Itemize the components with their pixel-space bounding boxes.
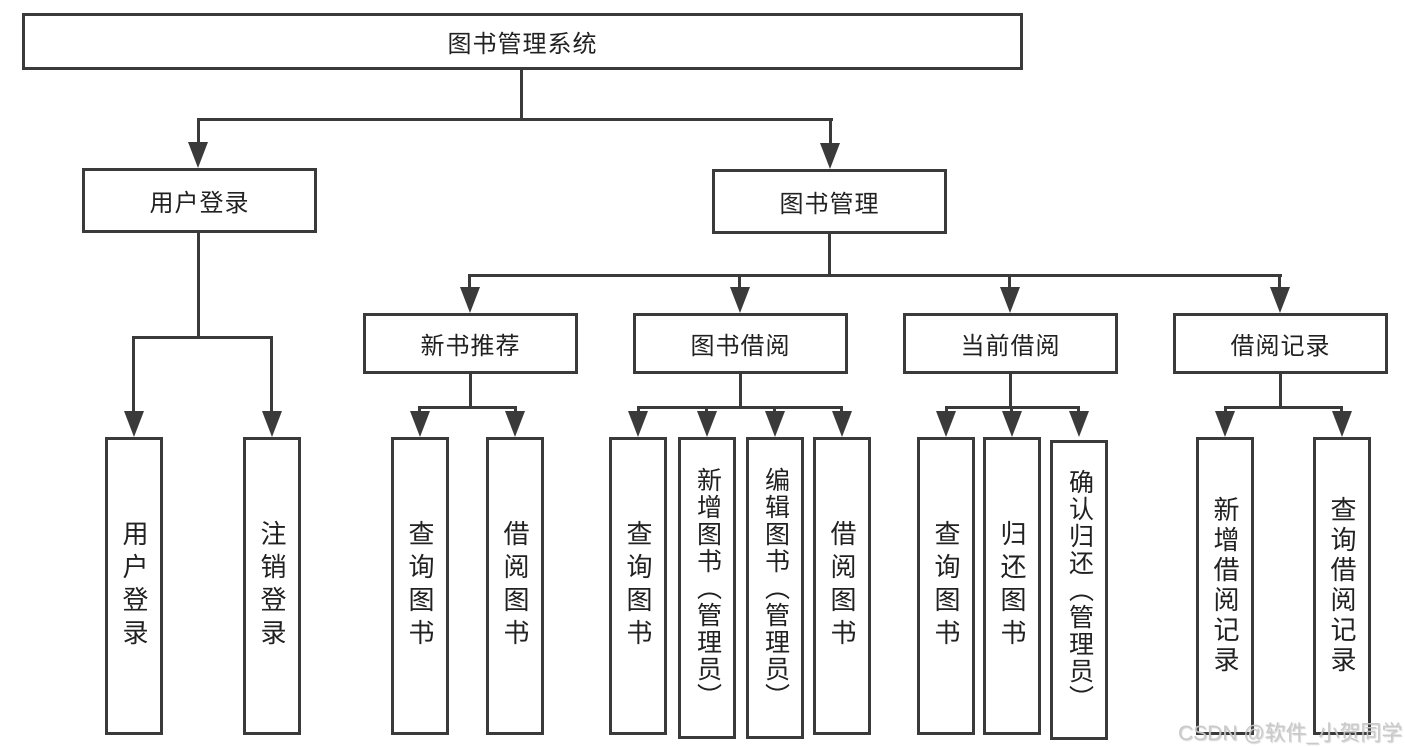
arrowhead	[832, 411, 852, 437]
arrowhead	[765, 411, 785, 437]
connector-line	[197, 118, 833, 121]
node-label: 注销登录	[257, 520, 287, 652]
connector-line	[468, 274, 471, 288]
node-label: 图书管理系统	[447, 31, 598, 58]
connector-line	[1077, 406, 1080, 414]
arrowhead	[262, 411, 282, 437]
connector-line	[270, 336, 273, 414]
connector-line	[739, 373, 742, 409]
node-label: 查询图书	[931, 520, 961, 652]
arrowhead	[1002, 411, 1022, 437]
arrowhead	[1069, 411, 1089, 437]
leaf-query-books: 查询图书	[391, 437, 449, 735]
arrowhead	[936, 411, 956, 437]
node-label: 新书推荐	[420, 333, 521, 360]
node-label: 新增图书（管理员）	[693, 466, 722, 710]
csdn-watermark: CSDN @软件_小贺同学	[1178, 722, 1403, 745]
node-label: 借阅图书	[500, 520, 530, 652]
node-new-book-recommendation: 新书推荐	[363, 313, 578, 374]
connector-line	[828, 233, 831, 277]
leaf-user-login: 用户登录	[105, 437, 163, 735]
connector-line	[197, 118, 200, 148]
node-library-management-system: 图书管理系统	[22, 13, 1023, 70]
connector-line	[705, 406, 708, 414]
connector-line	[1009, 373, 1012, 409]
connector-line	[829, 118, 832, 148]
arrowhead	[1215, 411, 1235, 437]
connector-line	[132, 336, 273, 339]
arrowhead	[460, 287, 480, 313]
leaf-confirm-return-admin: 确认归还（管理员）	[1050, 440, 1108, 740]
arrowhead	[1270, 287, 1290, 313]
connector-line	[945, 406, 948, 414]
arrowhead	[820, 143, 840, 169]
arrowhead	[697, 411, 717, 437]
leaf-add-borrow-record: 新增借阅记录	[1196, 437, 1254, 735]
leaf-query-books: 查询图书	[609, 437, 667, 735]
connector-line	[637, 406, 843, 409]
node-label: 借阅记录	[1230, 333, 1331, 360]
leaf-return-book: 归还图书	[983, 437, 1041, 735]
connector-line	[1279, 373, 1282, 409]
node-label: 查询借阅记录	[1327, 496, 1357, 676]
node-current-borrowing: 当前借阅	[903, 313, 1118, 374]
node-label: 编辑图书（管理员）	[761, 466, 790, 710]
connector-line	[1278, 274, 1281, 288]
leaf-logout: 注销登录	[243, 437, 301, 735]
connector-line	[520, 68, 523, 120]
arrowhead	[124, 411, 144, 437]
connector-line	[1224, 406, 1343, 409]
connector-line	[514, 406, 517, 414]
connector-line	[773, 406, 776, 414]
connector-line	[1340, 406, 1343, 414]
node-borrowing-records: 借阅记录	[1173, 313, 1388, 374]
connector-line	[1010, 406, 1013, 414]
leaf-edit-book-admin: 编辑图书（管理员）	[746, 437, 804, 739]
arrowhead	[188, 142, 208, 168]
node-label: 用户登录	[119, 520, 149, 652]
node-label: 用户登录	[149, 190, 250, 217]
leaf-query-borrow-record: 查询借阅记录	[1313, 437, 1371, 735]
node-label: 图书管理	[779, 191, 880, 218]
node-user-login: 用户登录	[82, 168, 317, 233]
connector-line	[418, 406, 517, 409]
connector-line	[197, 232, 200, 339]
leaf-borrow-book: 借阅图书	[486, 437, 544, 735]
node-book-borrowing: 图书借阅	[633, 313, 848, 374]
connector-line	[418, 406, 421, 414]
arrowhead	[1332, 411, 1352, 437]
arrowhead	[730, 287, 750, 313]
connector-line	[840, 406, 843, 414]
node-label: 确认归还（管理员）	[1065, 468, 1094, 712]
connector-line	[1224, 406, 1227, 414]
leaf-borrow-book: 借阅图书	[813, 437, 871, 735]
node-label: 新增借阅记录	[1210, 496, 1240, 676]
node-label: 查询图书	[623, 520, 653, 652]
connector-line	[637, 406, 640, 414]
arrowhead	[1000, 287, 1020, 313]
connector-line	[468, 274, 1282, 277]
arrowhead	[410, 411, 430, 437]
leaf-add-book-admin: 新增图书（管理员）	[678, 437, 736, 739]
node-label: 图书借阅	[690, 333, 791, 360]
connector-line	[469, 373, 472, 409]
leaf-query-books: 查询图书	[917, 437, 975, 735]
node-book-management: 图书管理	[712, 169, 947, 234]
node-label: 归还图书	[997, 520, 1027, 652]
connector-line	[132, 336, 135, 414]
arrowhead	[505, 411, 525, 437]
node-label: 当前借阅	[960, 333, 1061, 360]
connector-line	[738, 274, 741, 288]
node-label: 查询图书	[405, 520, 435, 652]
arrowhead	[628, 411, 648, 437]
connector-line	[1008, 274, 1011, 288]
node-label: 借阅图书	[827, 520, 857, 652]
